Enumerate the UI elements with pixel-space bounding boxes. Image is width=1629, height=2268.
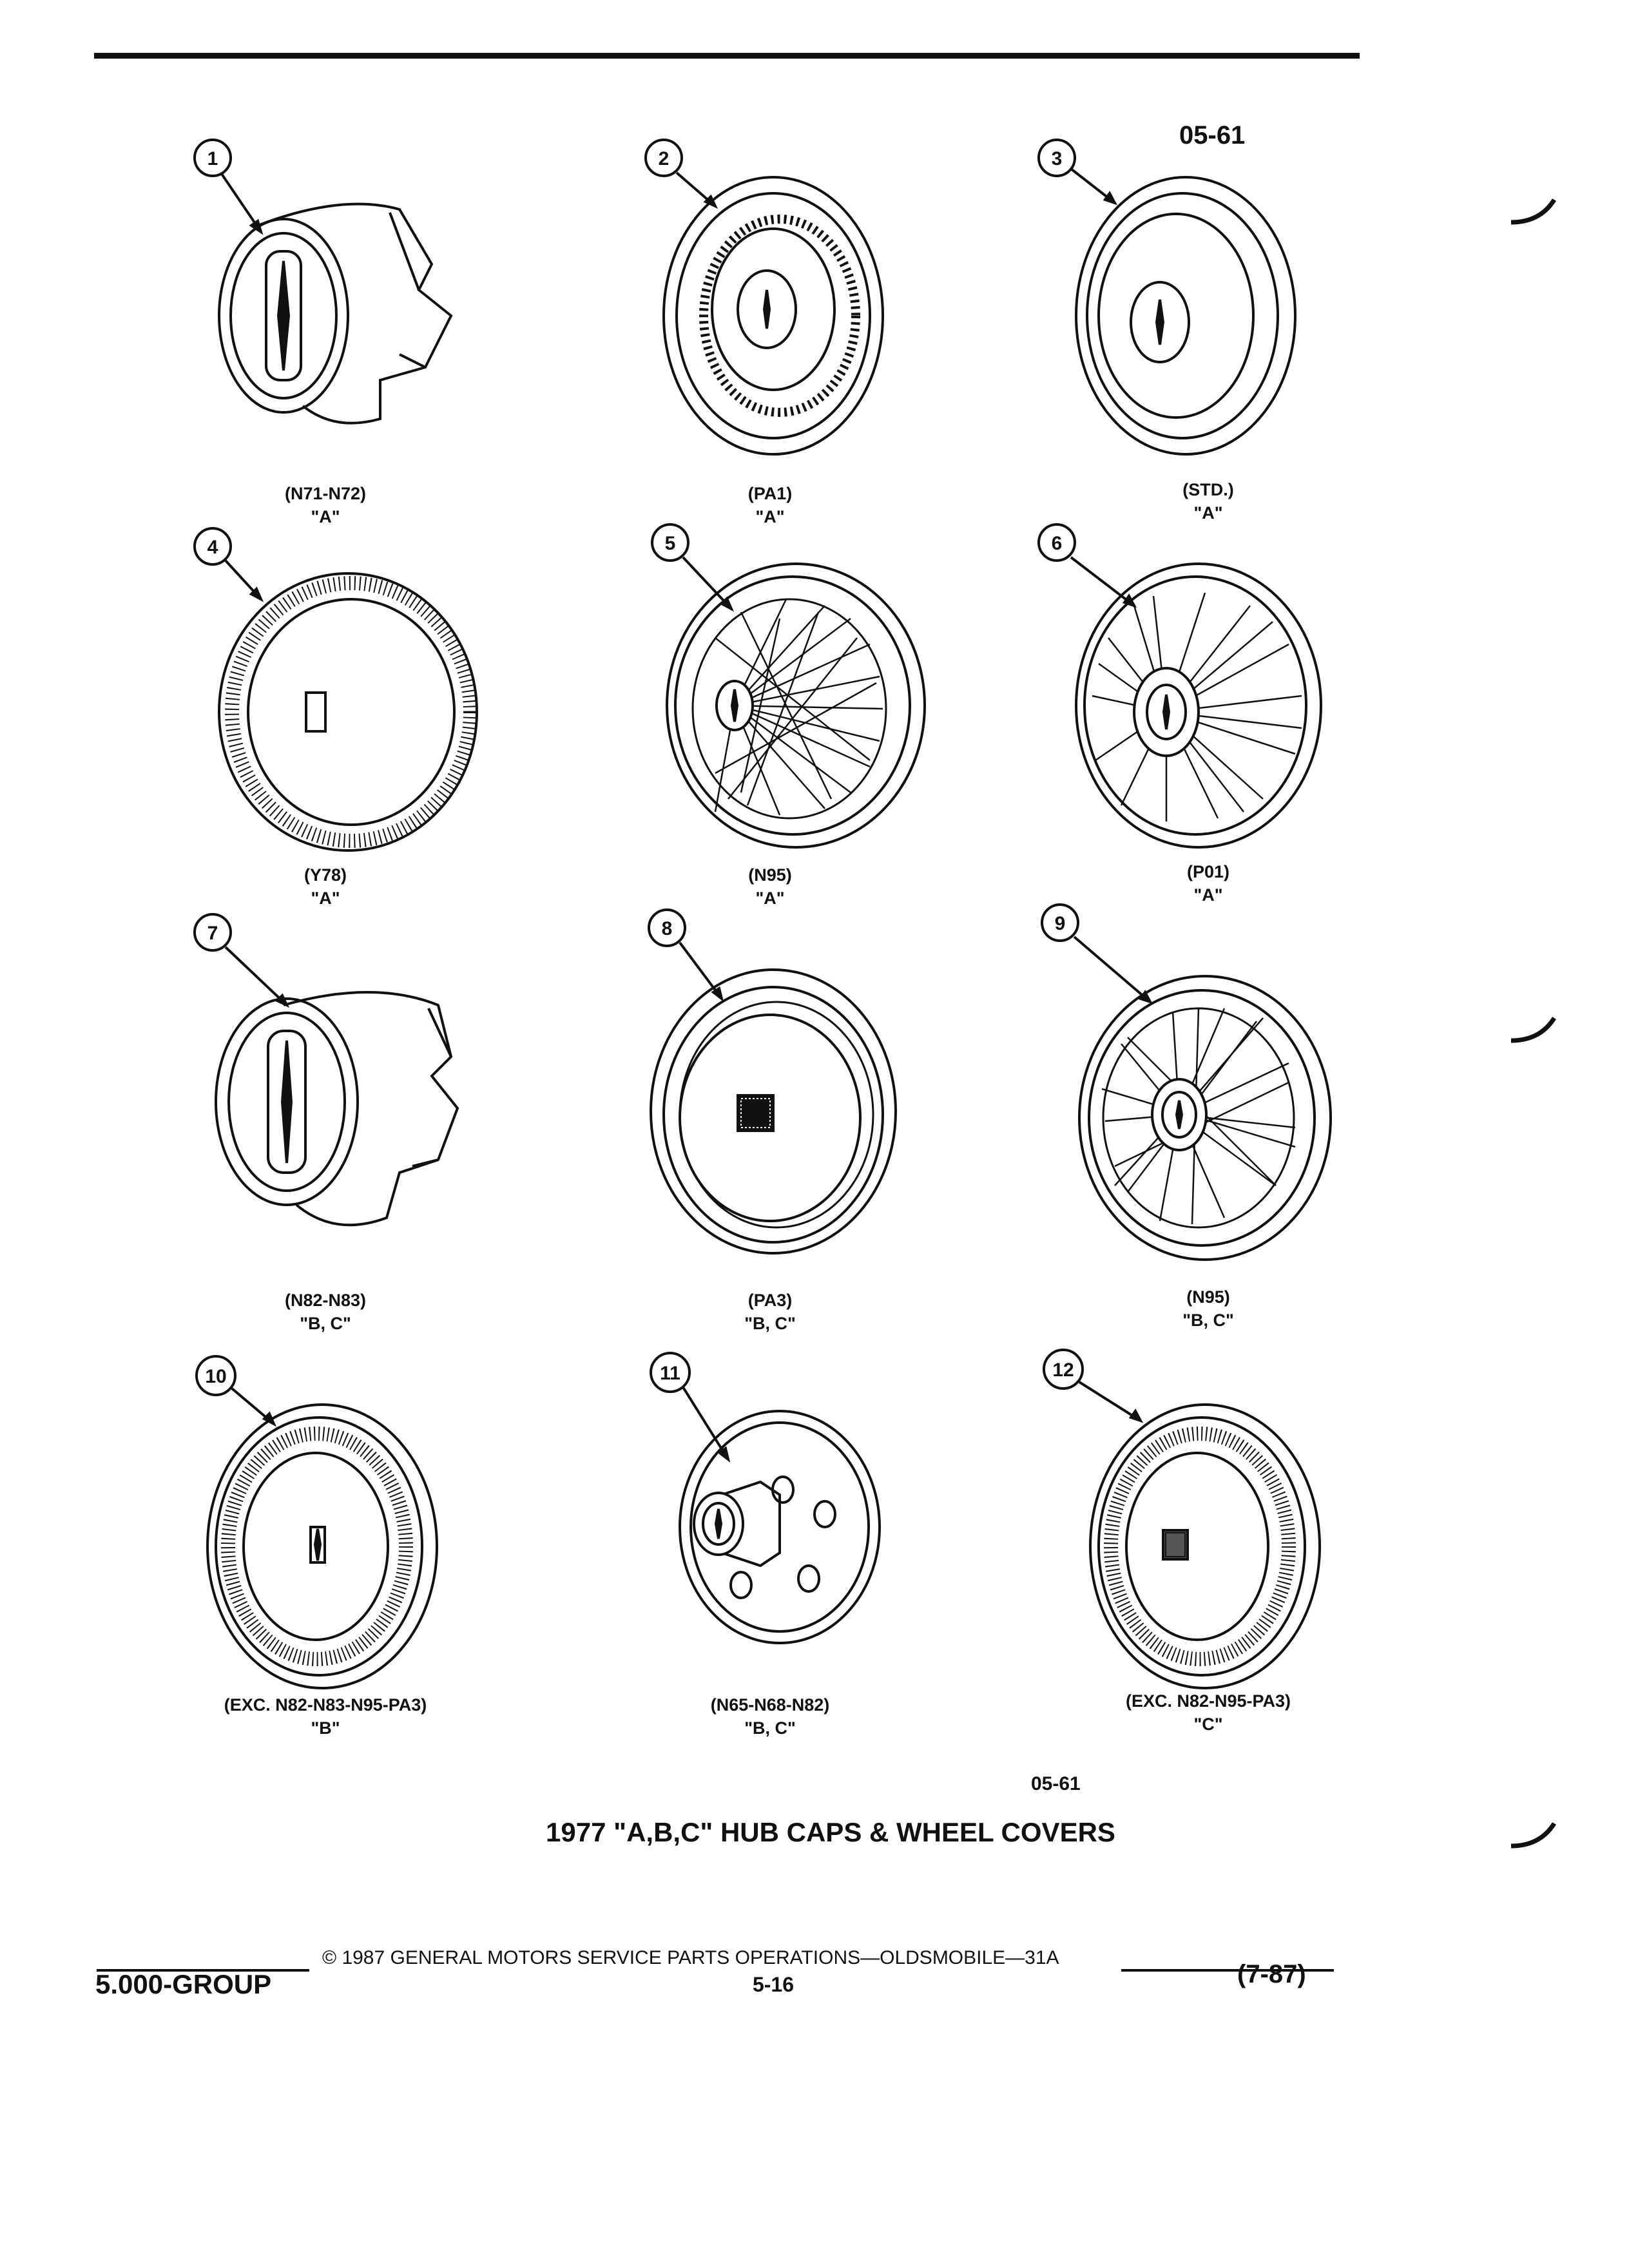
footer-page-number: 5-16 [752,1973,795,1996]
part-illustration-6: 6 [1031,490,1443,902]
caption-12: (EXC. N82-N95-PA3)"C" [1125,1691,1291,1734]
caption-1: (N71-N72)"A" [284,484,367,526]
part-illustration-10: 10 [129,1321,541,1733]
caption-10: (EXC. N82-N83-N95-PA3)"B" [224,1695,427,1738]
footer-date-code: (7-87) [1237,1960,1306,1988]
page-code: 05-61 [1179,121,1246,149]
page-title: 1977 "A,B,C" HUB CAPS & WHEEL COVERS [546,1817,1115,1847]
callout-number-9: 9 [1055,913,1066,934]
caption-3: (STD.)"A" [1182,480,1234,523]
callout-number-12: 12 [1052,1360,1074,1381]
callout-number-3: 3 [1052,148,1063,169]
caption-6: (P01)"A" [1186,862,1230,905]
footer-rule-right [1121,1969,1334,1972]
part-illustration-7: 7 [129,876,541,1289]
callout-number-10: 10 [205,1366,226,1387]
callout-number-6: 6 [1052,533,1063,554]
part-illustration-3: 3 [1031,97,1443,509]
callout-number-1: 1 [207,148,218,169]
callout-number-2: 2 [659,148,670,169]
figure-code: 05-61 [1031,1773,1081,1794]
top-rule [94,53,1360,59]
caption-8: (PA3)"B, C" [744,1291,796,1333]
part-illustration-5: 5 [586,490,999,902]
part-illustration-9: 9 [1031,876,1443,1289]
footer-copyright: © 1987 GENERAL MOTORS SERVICE PARTS OPER… [322,1947,1059,1968]
footer-rule-left [97,1969,309,1972]
part-illustration-12: 12 [1031,1321,1443,1733]
part-illustration-11: 11 [586,1321,999,1733]
binder-hole-mark [1510,1017,1556,1043]
part-illustration-8: 8 [586,876,999,1289]
caption-7: (N82-N83)"B, C" [284,1291,367,1333]
caption-11: (N65-N68-N82)"B, C" [710,1695,830,1738]
callout-number-11: 11 [660,1363,680,1384]
part-illustration-1: 1 [129,97,541,509]
binder-hole-mark [1510,1822,1556,1849]
callout-number-7: 7 [207,923,218,944]
callout-number-4: 4 [207,537,218,558]
caption-9: (N95)"B, C" [1182,1287,1234,1330]
binder-hole-mark [1510,198,1556,225]
callout-number-8: 8 [662,918,673,939]
caption-5: (N95)"A" [748,865,792,908]
caption-2: (PA1)"A" [747,484,793,526]
part-illustration-4: 4 [129,490,541,902]
footer-group: 5.000-GROUP [95,1969,272,1999]
callout-number-5: 5 [665,533,676,554]
part-illustration-2: 2 [586,97,999,509]
caption-4: (Y78)"A" [304,865,347,908]
